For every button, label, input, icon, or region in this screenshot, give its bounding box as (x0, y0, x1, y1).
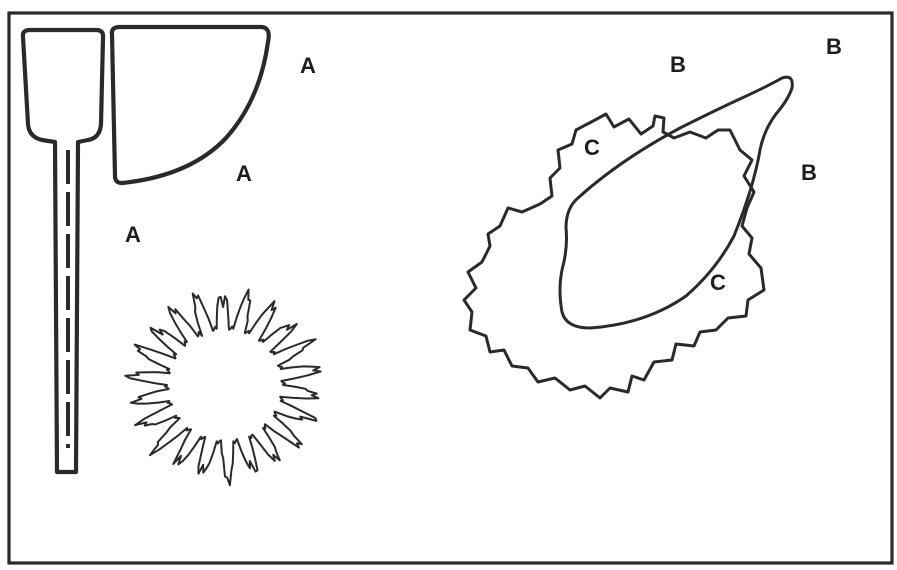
label-a-quarter-circle: A (236, 161, 252, 186)
label-b-top-middle: B (670, 52, 686, 77)
diagram-frame (9, 13, 892, 563)
frilled-ring-outer (125, 290, 320, 486)
frilled-ring (125, 290, 320, 486)
elongated-lobe-outline (560, 77, 792, 328)
quarter-circle-outline (112, 27, 269, 183)
label-b-top-right: B (826, 34, 842, 59)
paddle-outline (23, 30, 103, 472)
label-a-left: A (125, 222, 141, 247)
label-b-right: B (801, 160, 817, 185)
label-a-upper-right: A (300, 53, 316, 78)
label-c-upper: C (584, 135, 600, 160)
label-c-lower: C (710, 270, 726, 295)
irregular-blob-outline (464, 114, 764, 398)
